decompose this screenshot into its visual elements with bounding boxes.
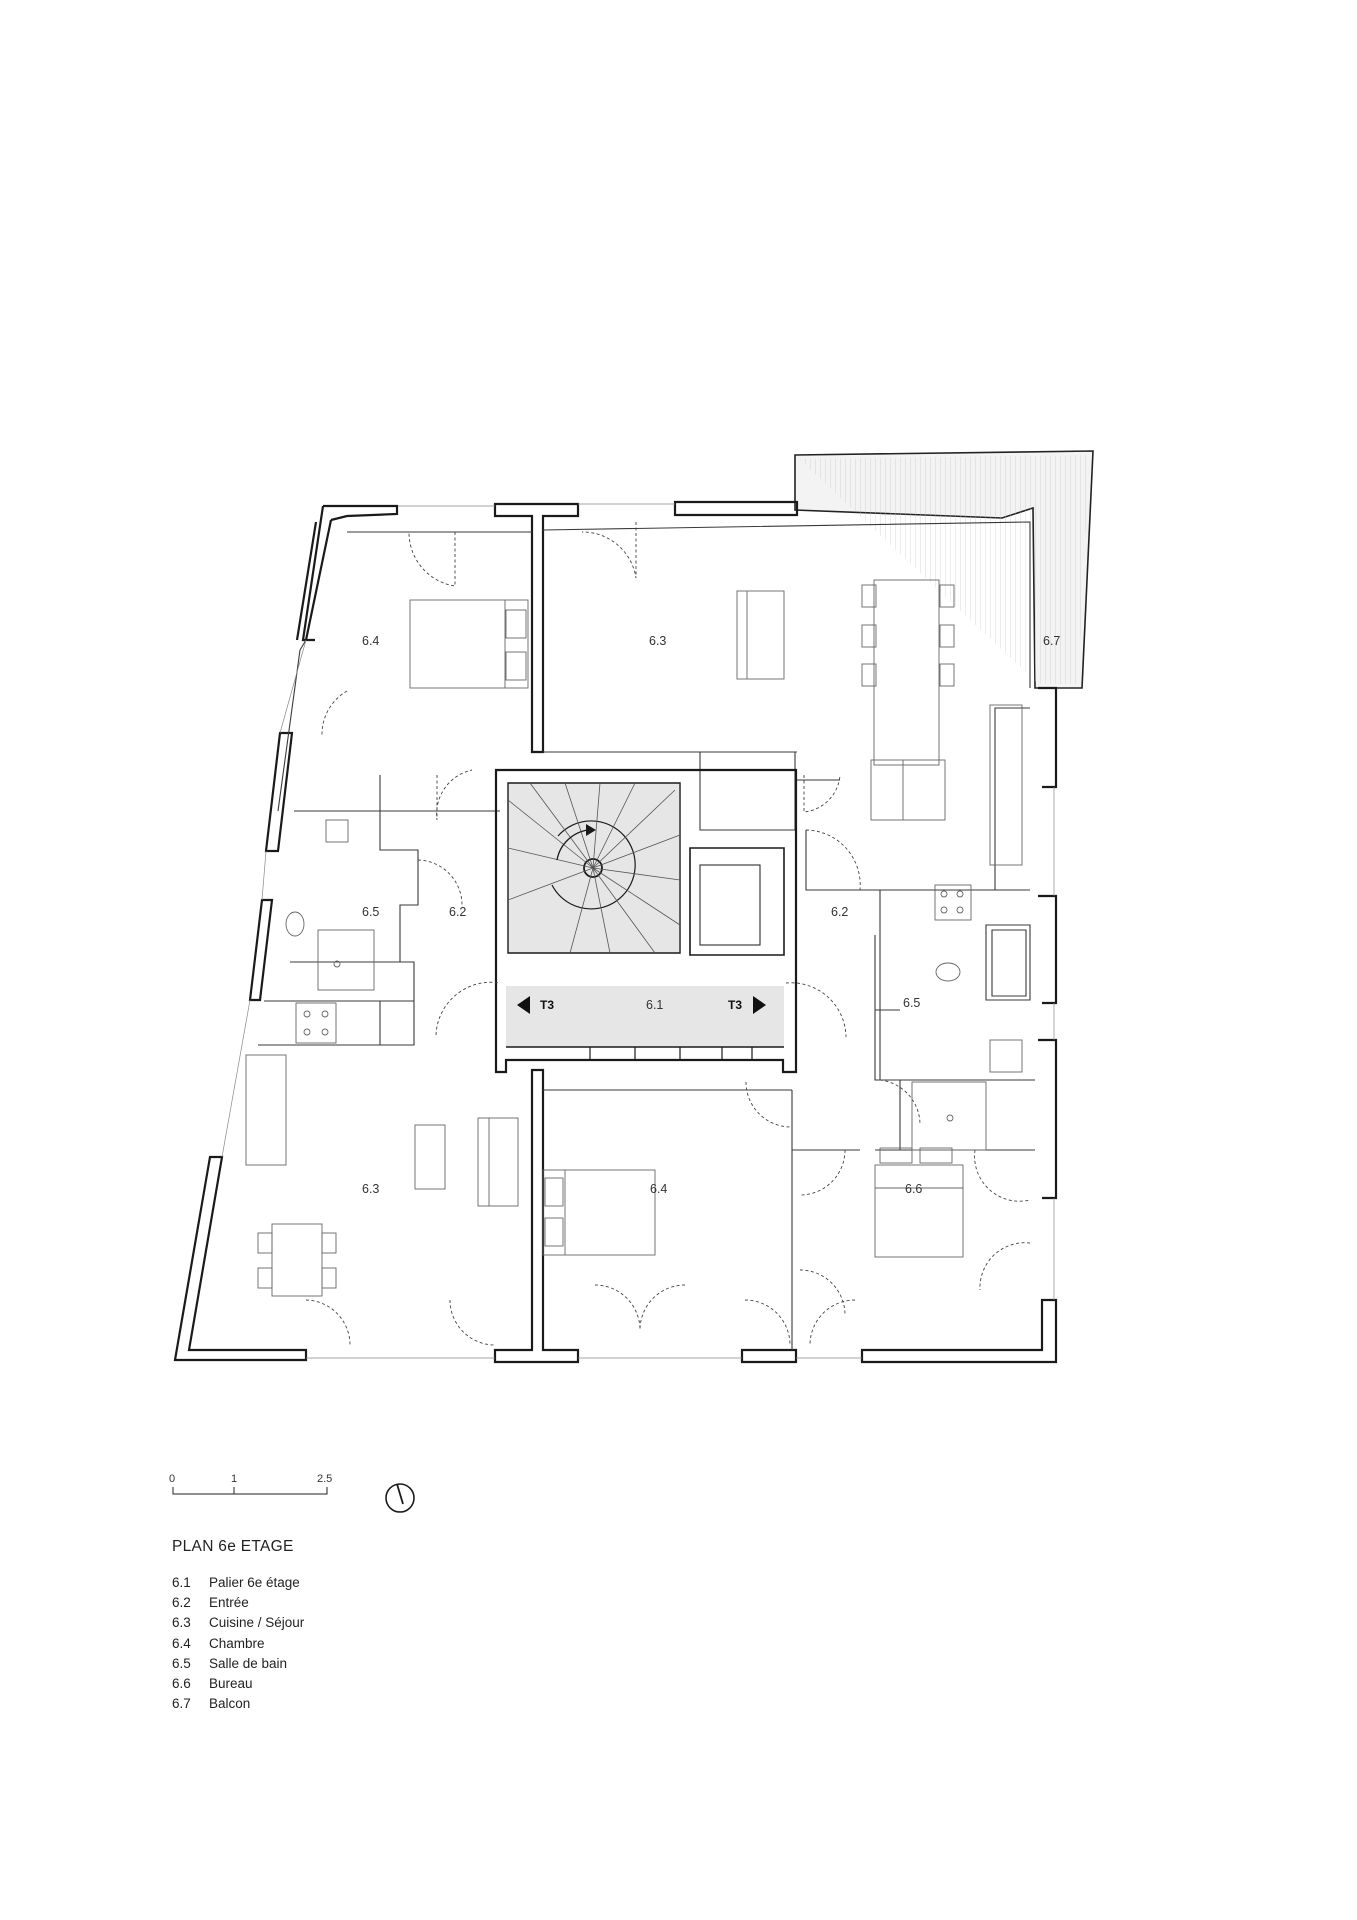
stair-treads: [507, 782, 681, 954]
legend-code: 6.3: [172, 1615, 191, 1631]
legend-item: 6.6 Bureau: [172, 1674, 304, 1694]
legend-code: 6.5: [172, 1655, 191, 1671]
legend-name: Cuisine / Séjour: [209, 1615, 305, 1631]
furniture: [245, 579, 1023, 1297]
legend-code: 6.6: [172, 1675, 191, 1691]
room-label: 6.7: [1043, 634, 1060, 648]
scale-label-1: 1: [231, 1473, 237, 1485]
legend-item: 6.5 Salle de bain: [172, 1654, 304, 1674]
stair-arrow: [556, 824, 596, 861]
legend-name: Palier 6e étage: [209, 1575, 300, 1590]
legend-name: Salle de bain: [209, 1655, 288, 1671]
room-label: 6.6: [905, 1182, 922, 1196]
sink-icon: [989, 1039, 1023, 1073]
room-labels: 6.1 6.2 6.2 6.3 6.3 6.4 6.4 6.5 6.5 6.6 …: [362, 634, 1060, 1196]
cooktop-icon: [934, 884, 972, 921]
room-label: 6.3: [362, 1182, 379, 1196]
left-arrow-icon: [517, 996, 530, 1014]
windows: [221, 503, 1055, 1359]
doors: [305, 522, 1031, 1346]
legend-code: 6.2: [172, 1595, 191, 1611]
legend-code: 6.7: [172, 1696, 191, 1712]
plan-title: PLAN 6e ETAGE: [172, 1538, 294, 1555]
legend-item: 6.1 Palier 6e étage: [172, 1573, 304, 1593]
stair-tag-left: T3: [540, 998, 554, 1012]
scale-label-0: 0: [169, 1473, 175, 1485]
sofa-icon: [736, 590, 785, 680]
legend-item: 6.3 Cuisine / Séjour: [172, 1613, 304, 1633]
room-label: 6.4: [362, 634, 379, 648]
legend-name: Balcon: [209, 1696, 251, 1712]
bed-icon: [874, 1164, 964, 1258]
cooktop-icon: [295, 1002, 337, 1044]
sofa-icon: [477, 1117, 519, 1207]
legend-code: 6.1: [172, 1575, 191, 1590]
right-arrow-icon: [753, 996, 766, 1014]
toilet-icon: [285, 911, 305, 937]
scale-label-2: 2.5: [317, 1473, 332, 1485]
room-label: 6.2: [449, 905, 466, 919]
room-label: 6.5: [362, 905, 379, 919]
legend-item: 6.4 Chambre: [172, 1634, 304, 1654]
room-label: 6.3: [649, 634, 666, 648]
room-label: 6.2: [831, 905, 848, 919]
north-arrow-icon: [385, 1483, 415, 1513]
legend-item: 6.7 Balcon: [172, 1694, 304, 1714]
stair-core: [494, 768, 798, 1074]
stair-tag-right: T3: [728, 998, 742, 1012]
legend-code: 6.4: [172, 1635, 191, 1651]
room-label: 6.4: [650, 1182, 667, 1196]
shower-icon: [317, 929, 375, 991]
bed-icon: [409, 599, 529, 689]
shower-icon: [911, 1081, 987, 1151]
room-label: 6.1: [646, 998, 663, 1012]
landing-openings: [589, 1047, 753, 1060]
sofa-icon: [870, 759, 946, 821]
legend-list: 6.1 Palier 6e étage 6.2 Entrée 6.3 Cuisine / …: [172, 1573, 304, 1714]
dining-table-icon: [271, 1223, 323, 1297]
legend-name: Bureau: [209, 1675, 253, 1691]
sink-icon: [325, 819, 349, 843]
dining-table-icon: [873, 579, 940, 766]
legend-item: 6.2 Entrée: [172, 1593, 304, 1613]
bed-icon: [542, 1169, 656, 1256]
kitchen-counter-icon: [989, 704, 1023, 866]
legend-name: Entrée: [209, 1595, 249, 1611]
landing: [506, 783, 784, 1047]
interior-walls: [258, 521, 1035, 1350]
legend-name: Chambre: [209, 1635, 265, 1651]
balcony: [794, 450, 1094, 689]
scale-bar: 0 1 2.5: [169, 1473, 332, 1495]
kitchen-counter-icon: [245, 1054, 287, 1166]
coffee-table-icon: [414, 1124, 446, 1190]
legend: PLAN 6e ETAGE 6.1 Palier 6e étage 6.2 Entré…: [172, 1538, 304, 1714]
room-label: 6.5: [903, 996, 920, 1010]
toilet-icon: [935, 962, 961, 982]
